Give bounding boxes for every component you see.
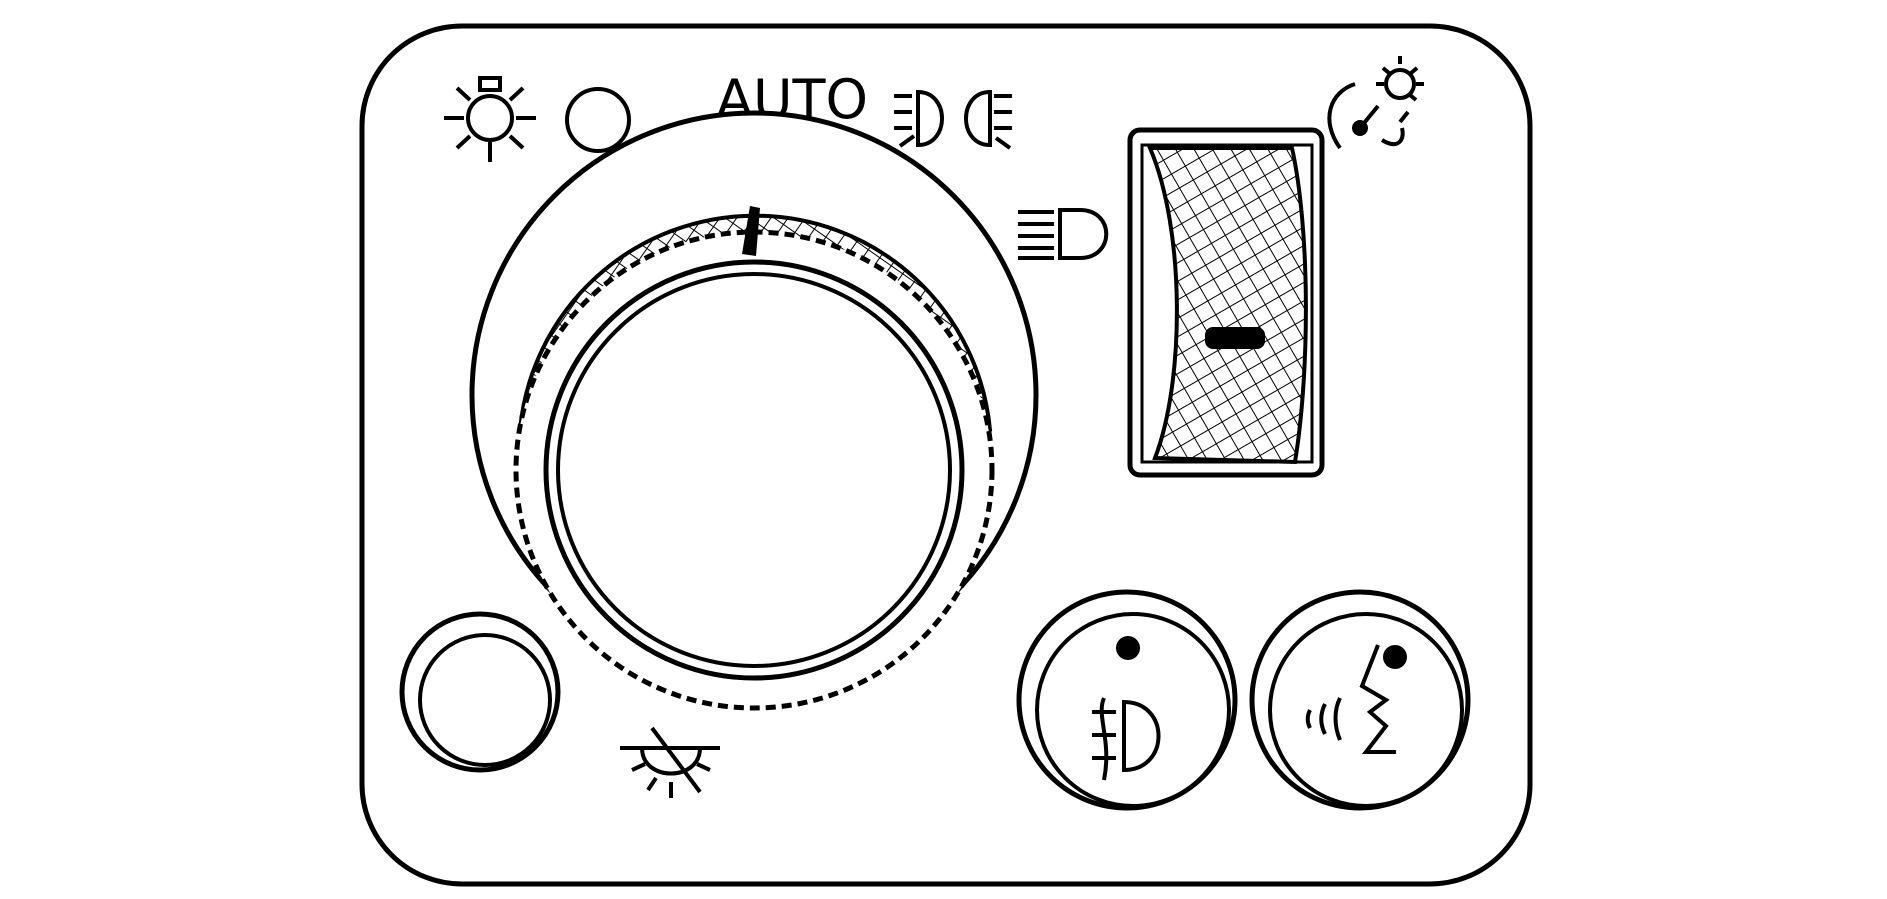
thumbwheel-indicator — [1205, 327, 1265, 349]
off-position-icon — [565, 87, 631, 153]
low-beam-headlamp-icon — [894, 89, 1012, 150]
instrument-panel-dimmer-thumbwheel[interactable] — [1127, 127, 1325, 478]
headlamp-control-knob[interactable] — [469, 110, 1039, 711]
voice-command-icon — [1305, 644, 1396, 754]
panel-brightness-icon — [1327, 56, 1424, 150]
fog-lamp-button[interactable] — [1016, 589, 1238, 811]
fog-lamp-icon — [1092, 697, 1161, 781]
high-beam-headlamp-icon — [1018, 208, 1109, 260]
parking-lamp-icon — [444, 76, 536, 162]
voice-indicator-dot — [1383, 645, 1407, 669]
voice-recognition-button[interactable] — [1249, 589, 1471, 811]
fog-lamp-indicator-dot — [1116, 636, 1140, 660]
dome-lamp-override-button[interactable] — [399, 611, 561, 773]
dome-lamp-override-icon — [620, 726, 720, 798]
knob-indicator — [742, 206, 760, 256]
